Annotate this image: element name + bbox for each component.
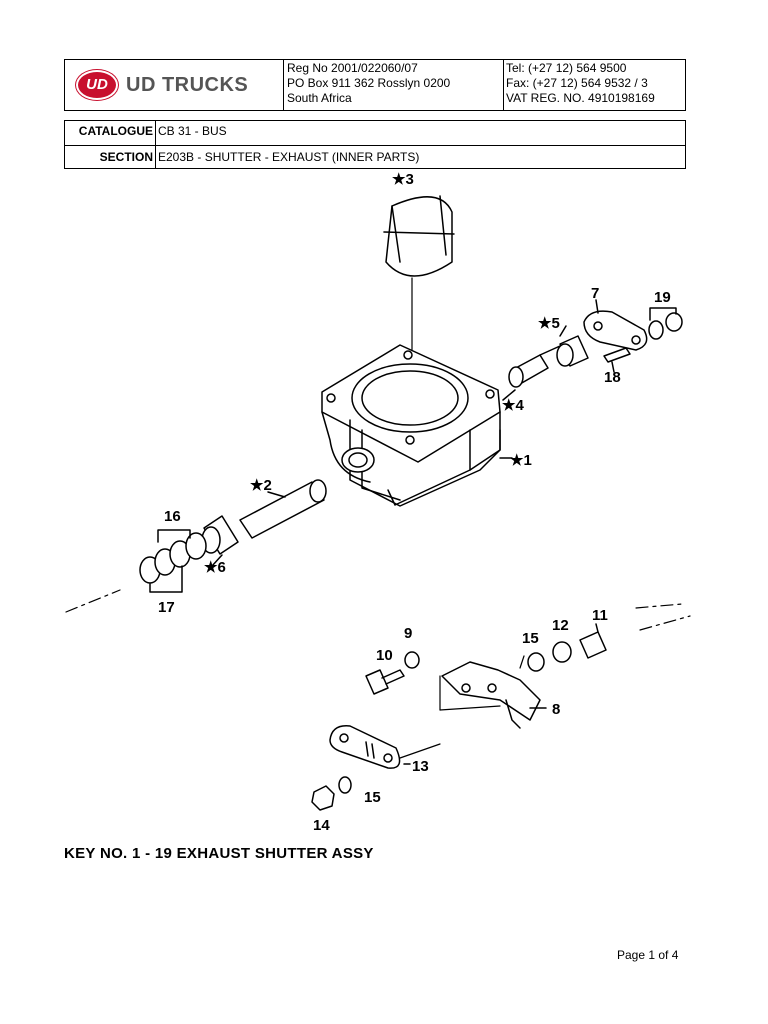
part-19-nut-washer	[648, 307, 683, 340]
brand-logo: UD UD TRUCKS	[76, 70, 276, 104]
callout-9: 9	[404, 625, 412, 642]
callout-14: 14	[313, 817, 330, 834]
callout-5: ★5	[538, 315, 560, 332]
callout-8: 8	[552, 701, 560, 718]
callout-7: 7	[591, 285, 599, 302]
callout-18: 18	[604, 369, 621, 386]
exploded-parts-diagram: ★3 7 19 ★5 18 ★4 ★1 ★2 16 ★6 17 11 9 12 …	[65, 171, 691, 834]
part-10-bolt	[365, 669, 405, 695]
part-4-shaft-bushing	[502, 345, 561, 401]
callout-17: 17	[158, 599, 175, 616]
part-5-bearing	[556, 325, 589, 367]
callout-12: 12	[552, 617, 569, 634]
callout-6: ★6	[204, 559, 226, 576]
header-divider-2	[503, 59, 504, 111]
catalogue-row-divider	[64, 145, 686, 146]
brand-badge-text: UD	[86, 76, 108, 93]
callout-labels: ★3 7 19 ★5 18 ★4 ★1 ★2 16 ★6 17 11 9 12 …	[158, 171, 671, 834]
brand-badge: UD	[76, 70, 118, 100]
header-divider-1	[283, 59, 284, 111]
callout-15a: 15	[522, 630, 539, 647]
catalogue-col-divider	[155, 120, 156, 169]
contact-line-tel: Tel: (+27 12) 564 9500	[506, 61, 627, 75]
callout-15b: 15	[364, 789, 381, 806]
part-11-12-15-fasteners	[527, 623, 607, 672]
part-14-15-nut-washer	[311, 776, 352, 811]
reg-line-3: South Africa	[287, 91, 352, 105]
callout-10: 10	[376, 647, 393, 664]
catalogue-value: CB 31 - BUS	[158, 124, 227, 138]
reg-line-1: Reg No 2001/022060/07	[287, 61, 418, 75]
key-caption: KEY NO. 1 - 19 EXHAUST SHUTTER ASSY	[64, 845, 374, 862]
part-8-bracket	[441, 661, 547, 729]
catalogue-label: CATALOGUE	[78, 124, 153, 138]
callout-2: ★2	[250, 477, 272, 494]
section-value: E203B - SHUTTER - EXHAUST (INNER PARTS)	[158, 150, 420, 164]
part-3-shutter-disc	[383, 195, 455, 391]
callout-13: 13	[412, 758, 429, 775]
callout-4: ★4	[502, 397, 524, 414]
brand-name: UD TRUCKS	[126, 74, 249, 96]
callout-19: 19	[654, 289, 671, 306]
reg-line-2: PO Box 911 362 Rosslyn 0200	[287, 76, 451, 90]
leader-lines	[439, 655, 525, 711]
page-number: Page 1 of 4	[617, 948, 679, 962]
part-2-shaft	[239, 479, 327, 539]
part-18-stud	[603, 347, 631, 373]
section-label: SECTION	[99, 150, 153, 164]
header-box	[64, 59, 686, 111]
part-16-17-washers	[139, 529, 207, 593]
contact-line-fax: Fax: (+27 12) 564 9532 / 3	[506, 76, 648, 90]
callout-1: ★1	[510, 452, 532, 469]
part-13-link	[329, 725, 441, 769]
callout-3: ★3	[392, 171, 414, 188]
axis-lines	[65, 589, 691, 631]
catalogue-table	[64, 120, 686, 169]
part-1-shutter-housing	[321, 344, 513, 507]
callout-16: 16	[164, 508, 181, 525]
callout-11: 11	[592, 607, 608, 624]
part-9-washer	[404, 651, 420, 669]
contact-line-vat: VAT REG. NO. 4910198169	[506, 91, 655, 105]
part-7-lever	[583, 299, 648, 351]
